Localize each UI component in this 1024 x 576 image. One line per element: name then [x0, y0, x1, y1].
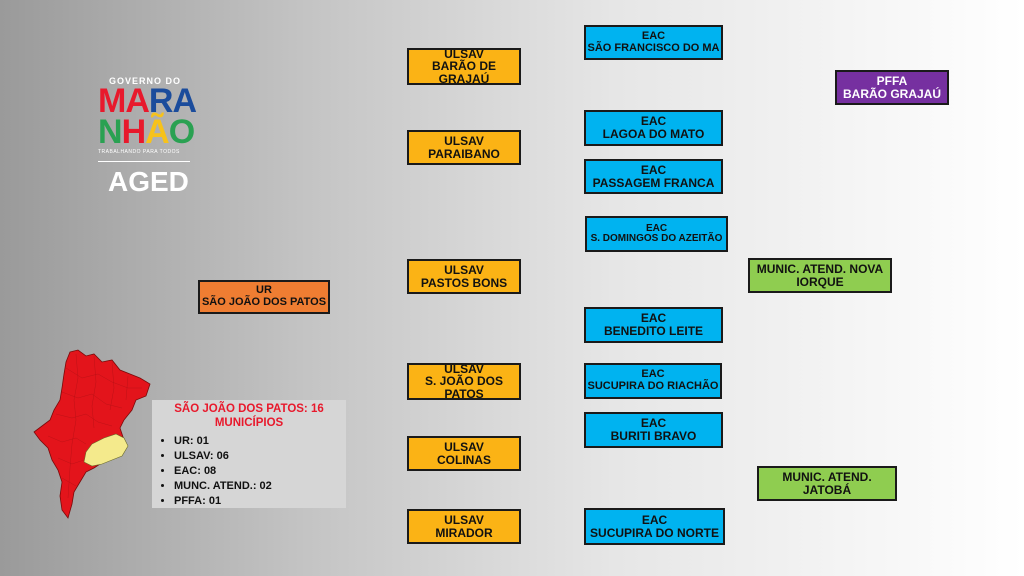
logo-maranhao-line1: MARA	[98, 82, 197, 120]
pffa-box-barao-grajau: PFFA BARÃO GRAJAÚ	[835, 70, 949, 105]
ulsav-box-paraibano: ULSAV PARAIBANO	[407, 130, 521, 165]
list-item: UR: 01	[174, 434, 338, 449]
ur-box: UR SÃO JOÃO DOS PATOS	[198, 280, 330, 314]
list-item: ULSAV: 06	[174, 449, 338, 464]
eac-box-sao-francisco-do-ma: EAC SÃO FRANCISCO DO MA	[584, 25, 723, 60]
region-summary-list: UR: 01 ULSAV: 06 EAC: 08 MUNC. ATEND.: 0…	[160, 434, 338, 509]
ulsav-box-pastos-bons: ULSAV PASTOS BONS	[407, 259, 521, 294]
logo-maranhao-line2: NHÃO	[98, 112, 195, 151]
ulsav-box-sao-joao-dos-patos: ULSAV S. JOÃO DOS PATOS	[407, 363, 521, 400]
eac-box-benedito-leite: EAC BENEDITO LEITE	[584, 307, 723, 343]
logo-governo-text: GOVERNO DO	[108, 76, 181, 86]
region-summary-card: SÃO JOÃO DOS PATOS: 16 MUNICÍPIOS UR: 01…	[152, 400, 346, 508]
logo-divider	[98, 161, 190, 163]
sao-joao-dos-patos-region	[83, 433, 129, 467]
munc-box-nova-iorque: MUNIC. ATEND. NOVA IORQUE	[748, 258, 892, 293]
eac-box-lagoa-do-mato: EAC LAGOA DO MATO	[584, 110, 723, 146]
maranhao-state-map	[33, 349, 151, 519]
maranhao-state-shape	[33, 349, 151, 519]
eac-box-s-domingos-do-azeitao: EAC S. DOMINGOS DO AZEITÃO	[585, 216, 728, 252]
region-summary-title: SÃO JOÃO DOS PATOS: 16 MUNICÍPIOS	[174, 403, 324, 429]
list-item: PFFA: 01	[174, 494, 338, 509]
logo-tagline: TRABALHANDO PARA TODOS	[98, 149, 180, 156]
municipal-borders	[47, 353, 142, 499]
munc-box-jatoba: MUNIC. ATEND. JATOBÁ	[757, 466, 897, 501]
governo-maranhao-logo: GOVERNO DO MARA NHÃO TRABALHANDO PARA TO…	[98, 76, 198, 198]
list-item: EAC: 08	[174, 464, 338, 479]
eac-box-sucupira-do-riachao: EAC SUCUPIRA DO RIACHÃO	[584, 363, 722, 399]
list-item: MUNC. ATEND.: 02	[174, 479, 338, 494]
eac-box-passagem-franca: EAC PASSAGEM FRANCA	[584, 159, 723, 194]
agency-name: AGED	[108, 166, 189, 198]
eac-box-sucupira-do-norte: EAC SUCUPIRA DO NORTE	[584, 508, 725, 545]
eac-box-buriti-bravo: EAC BURITI BRAVO	[584, 412, 723, 448]
ulsav-box-barao-de-grajau: ULSAV BARÃO DE GRAJAÚ	[407, 48, 521, 85]
ulsav-box-mirador: ULSAV MIRADOR	[407, 509, 521, 544]
ulsav-box-colinas: ULSAV COLINAS	[407, 436, 521, 471]
